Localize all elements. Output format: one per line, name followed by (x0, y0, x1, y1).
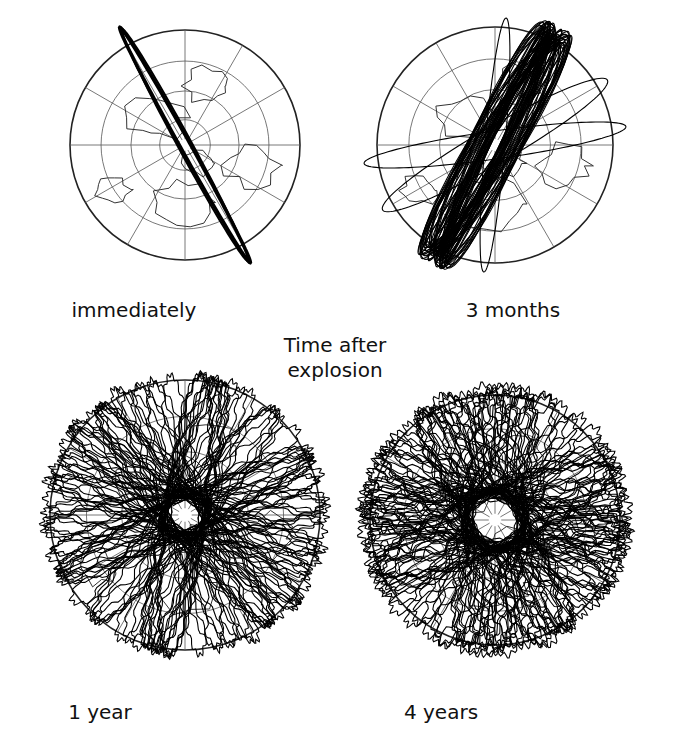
orbit-track (415, 406, 576, 633)
orbit-track (379, 455, 612, 586)
orbit-track (446, 28, 543, 261)
meridian-line (188, 45, 243, 140)
coastline (399, 176, 438, 205)
orbit-track (41, 497, 330, 533)
coastline (535, 142, 594, 189)
orbit-track (443, 31, 547, 259)
orbit-track (122, 29, 249, 261)
orbit-track (449, 31, 542, 258)
orbit-track (420, 31, 569, 260)
orbit-track (376, 459, 614, 581)
orbit-track (413, 414, 578, 626)
orbit-track (369, 490, 622, 550)
panel-label: 4 years (361, 700, 521, 725)
orbit-track (461, 382, 529, 658)
orbit-track (378, 449, 613, 592)
coastline (95, 178, 134, 203)
panel-label: immediately (34, 298, 234, 323)
axis-caption: Time after explosion (265, 333, 405, 383)
orbit-track (75, 419, 296, 610)
orbit-track (439, 392, 551, 648)
coastline (181, 65, 227, 102)
orbit-track (56, 451, 313, 579)
orbit-track (60, 439, 311, 591)
orbit-track (360, 487, 630, 553)
orbit-track (480, 18, 510, 272)
orbit-track (470, 392, 520, 648)
globe (70, 30, 300, 260)
panel-label: 1 year (20, 700, 180, 725)
orbit-track (466, 388, 525, 653)
orbit-track (364, 122, 626, 168)
orbit-track (149, 378, 221, 653)
orbit-track (157, 373, 213, 657)
orbit-track (417, 412, 573, 628)
orbit-track (434, 38, 556, 252)
orbit-track (45, 487, 324, 543)
orbit-track (386, 435, 605, 604)
orbit-track (71, 430, 299, 600)
meridian-line (128, 150, 183, 245)
orbit-track (381, 449, 608, 591)
coastline (221, 144, 283, 189)
orbit-track (59, 458, 312, 573)
orbit-track (419, 35, 571, 254)
orbit-track (422, 401, 568, 639)
orbit-track (432, 39, 559, 251)
meridian-line (85, 148, 180, 203)
orbit-track (420, 37, 570, 253)
orbit-track (86, 410, 283, 619)
orbit-track (69, 425, 301, 605)
meridian-line (185, 30, 186, 139)
orbit-track (146, 381, 223, 648)
orbit-track (458, 383, 533, 657)
orbit-track (467, 392, 523, 649)
orbit-track (422, 35, 569, 256)
orbit-track (382, 78, 607, 211)
orbit-track (463, 383, 527, 658)
orbit-track (437, 391, 553, 649)
panel-label: 3 months (413, 298, 613, 323)
orbit-track (358, 495, 632, 545)
meridian-line (190, 88, 285, 143)
orbit-tracks (40, 18, 635, 659)
orbit-track (50, 474, 320, 557)
coastline (153, 179, 215, 227)
orbit-track (443, 399, 546, 641)
orbit-track (434, 39, 556, 250)
orbit-track (372, 462, 619, 578)
orbit-track (57, 456, 312, 573)
orbit-track (46, 466, 324, 563)
orbit-track (379, 450, 611, 591)
orbit-track (431, 35, 559, 256)
orbit-track (382, 443, 607, 598)
orbit-track (161, 373, 209, 657)
orbit-track (428, 29, 561, 260)
meridian-line (70, 145, 179, 146)
orbit-track (57, 453, 312, 578)
orbit-track (360, 479, 631, 562)
orbit-track (418, 35, 572, 254)
orbit-track (460, 386, 530, 654)
orbit-track (55, 455, 314, 575)
orbit-track (464, 385, 526, 656)
orbit-track (375, 462, 615, 578)
orbit-track (441, 35, 550, 254)
orbit-track (64, 449, 307, 582)
orbit-track (376, 460, 615, 580)
orbit-track (120, 27, 251, 262)
orbit-track (421, 31, 569, 258)
globe-outline (70, 30, 300, 260)
